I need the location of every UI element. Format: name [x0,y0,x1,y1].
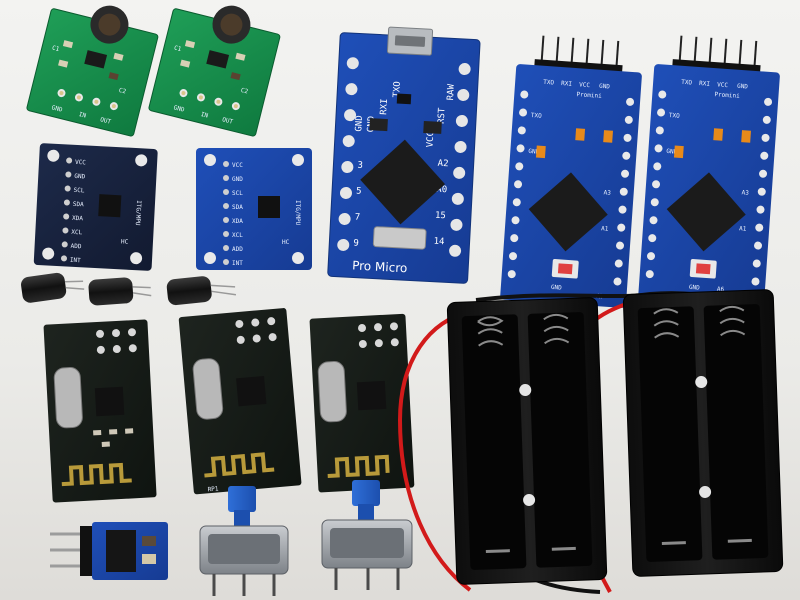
boost-label-gnd: GND [51,104,64,114]
promicro-top-vcc: VCC [425,131,436,148]
promini2-right-a3: A3 [741,189,749,197]
imu1-pin-xda: XDA [72,215,84,223]
battery-holder-1 [446,297,608,585]
pro-mini-board-1: TXO RXI VCC GND Promini TXO GND A3 A1 GN… [500,35,642,308]
promini1-bottom-gnd: GND [551,284,563,292]
battery-holder-2 [622,289,784,577]
boost-label-c1: C1 [51,45,60,54]
promicro-right-15: 15 [435,211,446,222]
promini1-left-txo: TXO [531,112,543,120]
promicro-top-rst: RST [437,107,448,124]
promicro-label: Pro Micro [352,258,408,275]
promini2-bottom-a6: A6 [717,286,725,294]
promini2-bottom-gnd: GND [689,284,701,292]
promini2-right-a1: A1 [739,225,747,233]
imu1-label: ITG/MPU [134,200,142,226]
boost2-label-in: IN [200,111,209,120]
promicro-top-txo: TXO [392,81,403,98]
boost-converter-2: C1 C2 GND IN OUT [148,5,281,137]
imu-module-1: VCC GND SCL SDA XDA XCL ADD INT ITG/MPU … [33,143,158,271]
promicro-right-a0: A0 [436,185,447,196]
imu1-pin-sda: SDA [73,201,85,209]
pro-mini-board-2: TXO RXI VCC GND Promini TXO GND A3 A1 GN… [638,35,780,308]
imu1-pin-int: INT [70,257,82,265]
imu-module-2: VCC GND SCL SDA XDA XCL ADD INT ITG/MPU … [196,148,312,270]
capacitor-3 [166,276,237,306]
promini1-left-gnd: GND [528,148,540,156]
imu1-pin-xcl: XCL [71,229,83,237]
imu2-pin-xda: XDA [232,218,243,225]
promicro-left-5: 5 [356,187,362,197]
imu2-pin-scl: SCL [232,190,243,197]
promini1-top-vcc: VCC [579,81,591,89]
promini1-right-a1: A1 [601,225,609,233]
push-switch-1 [199,486,289,596]
boost-label-c2: C2 [118,87,127,96]
boost2-label-c1: C1 [173,45,182,54]
promini2-left-gnd: GND [666,148,678,156]
promicro-right-14: 14 [433,237,444,248]
nrf24-module-2: RP1 [178,308,302,495]
promicro-top-rxi: RXI [379,98,390,115]
imu2-label: ITG/MPU [294,200,301,226]
boost2-label-gnd: GND [173,104,186,114]
imu2-pin-int: INT [232,260,243,267]
promicro-left-7: 7 [354,213,360,223]
promicro-left-3: 3 [357,161,363,171]
push-switch-2 [321,480,413,590]
imu2-pin-sda: SDA [232,204,243,211]
promini1-label: Promini [576,91,602,100]
imu2-pin-vcc: VCC [232,162,243,169]
capacitor-1 [21,272,85,303]
boost-converter-1: C1 C2 GND IN OUT [26,5,159,137]
promicro-top-gnd1: GND [354,115,365,132]
capacitor-2 [88,277,152,306]
imu1-mark: HC [121,238,129,245]
promini2-top-txo: TXO [681,79,693,87]
promini2-top-rxi: RXI [699,80,711,88]
boost-label-out: OUT [99,116,112,126]
nrf24-2-label: RP1 [207,485,219,493]
voltage-regulator-module [50,522,168,580]
boost-label-in: IN [78,111,87,120]
promini1-top-txo: TXO [543,79,555,87]
imu2-pin-xcl: XCL [232,232,243,239]
promicro-top-raw: RAW [446,83,457,100]
promini2-label: Promini [714,91,740,100]
boost2-label-out: OUT [221,116,234,126]
nrf24-module-1 [43,319,157,503]
imu1-pin-vcc: VCC [75,159,87,167]
imu2-pin-add: ADD [232,246,243,253]
imu2-mark: HC [282,239,290,246]
imu2-pin-gnd: GND [232,176,243,183]
promini1-top-rxi: RXI [561,80,573,88]
promini2-top-gnd: GND [737,83,749,91]
promicro-right-a2: A2 [437,159,448,170]
imu1-pin-gnd: GND [74,173,86,181]
imu1-pin-scl: SCL [73,187,85,195]
promicro-left-9: 9 [353,238,359,248]
promini2-left-txo: TXO [669,112,681,120]
promini1-top-gnd: GND [599,83,611,91]
promini1-right-a3: A3 [603,189,611,197]
nrf24-module-3 [309,313,415,493]
boost2-label-c2: C2 [240,87,249,96]
pro-micro-board: GND GND RXI TXO VCC RST RAW 3 5 7 9 A2 A… [327,26,481,284]
imu1-pin-add: ADD [70,243,82,251]
promini2-top-vcc: VCC [717,81,729,89]
